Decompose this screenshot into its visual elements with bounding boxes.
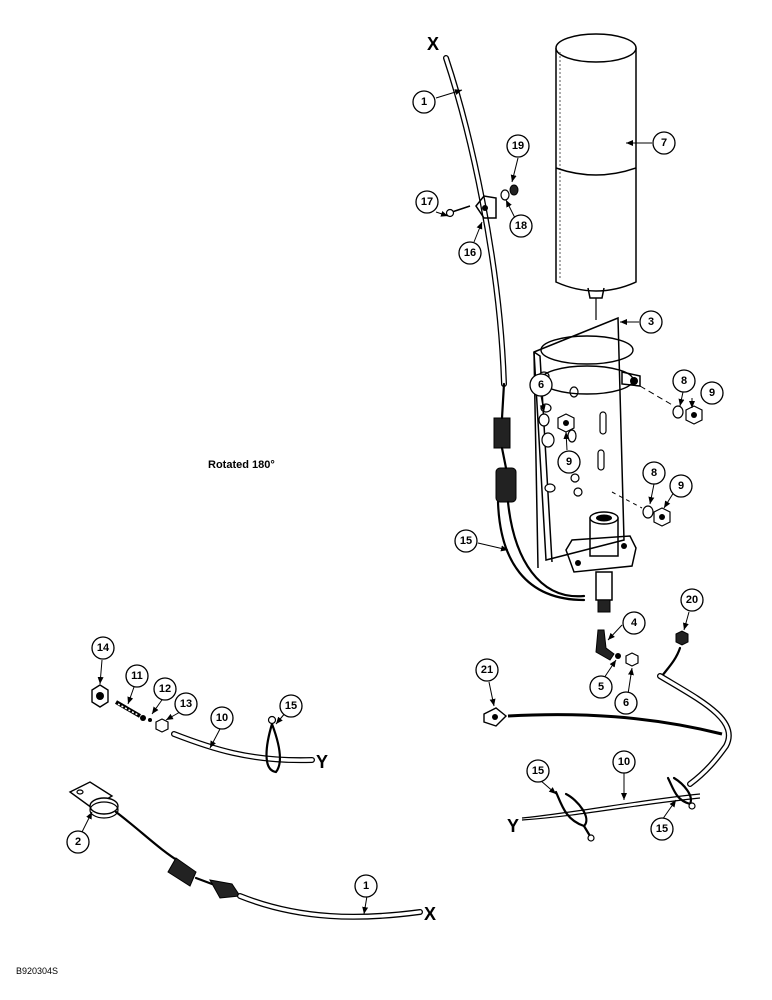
callout-13: 13 bbox=[174, 692, 198, 716]
callout-21: 21 bbox=[475, 658, 499, 682]
callout-17: 17 bbox=[415, 190, 439, 214]
callout-7: 7 bbox=[652, 131, 676, 155]
svg-text:16: 16 bbox=[464, 247, 476, 259]
rotation-note: Rotated 180° bbox=[208, 459, 275, 471]
callout-2: 2 bbox=[66, 830, 90, 854]
callout-1-top: 1 bbox=[412, 90, 436, 114]
pressure-switch-body bbox=[565, 511, 637, 613]
callout-15-upper: 15 bbox=[454, 529, 478, 553]
callout-12: 12 bbox=[153, 677, 177, 701]
svg-text:8: 8 bbox=[651, 467, 657, 479]
svg-text:6: 6 bbox=[538, 379, 544, 391]
strap-clip-21 bbox=[483, 707, 723, 736]
svg-text:10: 10 bbox=[216, 712, 228, 724]
svg-text:1: 1 bbox=[363, 880, 369, 892]
svg-text:4: 4 bbox=[631, 617, 638, 629]
temperature-sender bbox=[68, 781, 119, 819]
svg-text:18: 18 bbox=[515, 220, 527, 232]
wire-end-y-right: Y bbox=[507, 816, 519, 836]
callout-4: 4 bbox=[622, 611, 646, 635]
svg-text:2: 2 bbox=[75, 836, 81, 848]
callout-20: 20 bbox=[680, 588, 704, 612]
svg-text:17: 17 bbox=[421, 196, 433, 208]
svg-text:5: 5 bbox=[598, 681, 604, 693]
svg-text:20: 20 bbox=[686, 594, 698, 606]
svg-text:9: 9 bbox=[566, 456, 572, 468]
svg-text:7: 7 bbox=[661, 137, 667, 149]
svg-text:15: 15 bbox=[460, 535, 472, 547]
svg-text:21: 21 bbox=[481, 664, 493, 676]
callout-6-bracket: 6 bbox=[529, 373, 553, 397]
tube-line-20 bbox=[657, 646, 732, 787]
svg-text:9: 9 bbox=[678, 480, 684, 492]
svg-text:15: 15 bbox=[656, 823, 668, 835]
callout-1-bottom: 1 bbox=[354, 874, 378, 898]
svg-text:6: 6 bbox=[623, 697, 629, 709]
callout-19: 19 bbox=[506, 134, 530, 158]
callout-9-left: 9 bbox=[557, 450, 581, 474]
callout-10-right: 10 bbox=[612, 750, 636, 774]
callout-5: 5 bbox=[589, 675, 613, 699]
svg-text:13: 13 bbox=[180, 698, 192, 710]
elbow-fitting bbox=[595, 629, 689, 667]
switch-hardware-left bbox=[91, 684, 169, 733]
callout-10-left: 10 bbox=[210, 706, 234, 730]
svg-text:3: 3 bbox=[648, 316, 654, 328]
svg-text:14: 14 bbox=[97, 642, 110, 654]
svg-text:15: 15 bbox=[532, 765, 544, 777]
svg-text:11: 11 bbox=[131, 670, 143, 682]
svg-text:9: 9 bbox=[709, 387, 715, 399]
svg-text:1: 1 bbox=[421, 96, 427, 108]
callout-3: 3 bbox=[639, 310, 663, 334]
callout-15-right-b: 15 bbox=[650, 817, 674, 841]
svg-text:8: 8 bbox=[681, 375, 687, 387]
callout-9-upper: 9 bbox=[700, 381, 724, 405]
wire-end-x-top: X bbox=[427, 34, 439, 54]
svg-text:10: 10 bbox=[618, 756, 630, 768]
callout-6-fitting: 6 bbox=[614, 691, 638, 715]
svg-text:19: 19 bbox=[512, 140, 524, 152]
leader-lines bbox=[81, 89, 695, 915]
mounting-bracket bbox=[533, 316, 641, 569]
callout-18: 18 bbox=[509, 214, 533, 238]
svg-text:12: 12 bbox=[159, 683, 171, 695]
sensor-wire-lower bbox=[114, 810, 423, 920]
harness-wire-lower-left bbox=[171, 715, 315, 774]
callout-15-right-a: 15 bbox=[526, 759, 550, 783]
figure-code: B920304S bbox=[16, 966, 58, 976]
cylinder-canister bbox=[555, 33, 637, 320]
callout-14: 14 bbox=[91, 636, 115, 660]
callout-11: 11 bbox=[125, 664, 149, 688]
harness-wire-lower-right bbox=[521, 776, 701, 842]
callout-9-lower: 9 bbox=[669, 474, 693, 498]
callout-8-upper: 8 bbox=[672, 369, 696, 393]
callout-15-left: 15 bbox=[279, 694, 303, 718]
callout-8-lower: 8 bbox=[642, 461, 666, 485]
wire-end-y-left: Y bbox=[316, 752, 328, 772]
wire-end-x-bottom: X bbox=[424, 904, 436, 924]
svg-text:15: 15 bbox=[285, 700, 297, 712]
callout-16: 16 bbox=[458, 241, 482, 265]
